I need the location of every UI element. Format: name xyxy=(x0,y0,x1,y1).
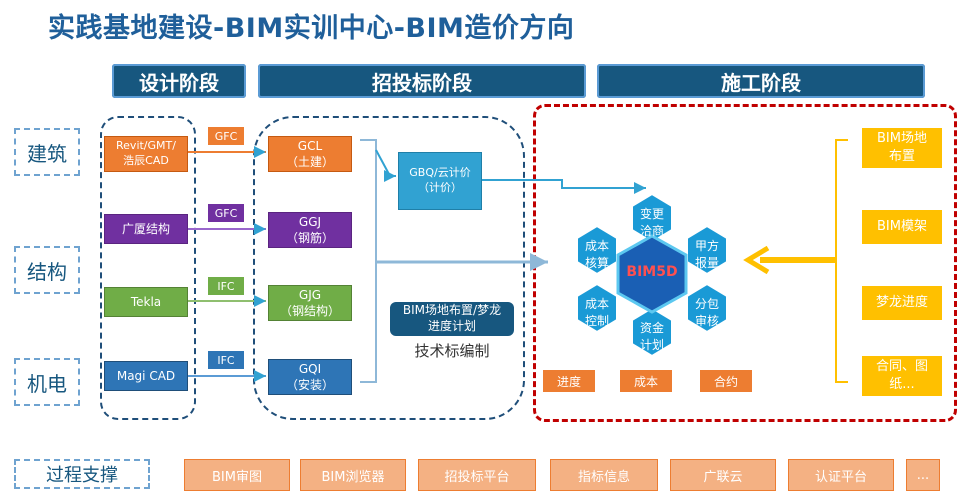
page-title: 实践基地建设-BIM实训中心-BIM造价方向 xyxy=(48,13,575,44)
output-progress[interactable]: 进度 xyxy=(543,370,595,392)
right-tool-bim-formwork[interactable]: BIM模架 xyxy=(862,210,942,244)
row-label-mep: 机电 xyxy=(14,358,80,406)
hex-bottom-right xyxy=(686,282,728,334)
output-cost[interactable]: 成本 xyxy=(620,370,672,392)
hex-label-center: BIM5D xyxy=(626,264,678,280)
phase-design-header: 设计阶段 xyxy=(112,64,246,98)
hex-center xyxy=(616,234,688,314)
design-tool-guangsha[interactable]: 广厦结构 xyxy=(104,214,188,244)
hex-label-top-right: 甲方 报量 xyxy=(694,239,719,270)
bid-tool-gjg[interactable]: GJG （钢结构） xyxy=(268,285,352,321)
bid-bracket xyxy=(360,139,377,383)
row-label-architecture: 建筑 xyxy=(14,128,80,176)
right-bracket xyxy=(835,139,848,383)
bim5d-cluster xyxy=(576,192,728,358)
support-item[interactable]: 认证平台 xyxy=(788,459,894,491)
format-tag-gfc-1: GFC xyxy=(208,127,244,145)
gbq-pricing-box[interactable]: GBQ/云计价 （计价） xyxy=(398,152,482,210)
design-group-frame xyxy=(100,116,196,420)
arrow-to-gbq xyxy=(375,149,396,182)
row-label-structure: 结构 xyxy=(14,246,80,294)
hex-label-top-left: 成本 核算 xyxy=(584,239,609,270)
hex-bottom xyxy=(631,306,673,358)
output-contract[interactable]: 合约 xyxy=(700,370,752,392)
bim-venue-progress-box[interactable]: BIM场地布置/梦龙 进度计划 xyxy=(390,302,514,336)
hex-top-right xyxy=(686,224,728,276)
hex-label-bottom-left: 成本 控制 xyxy=(584,297,609,328)
hex-top-left xyxy=(576,224,618,276)
hex-label-top: 变更 洽商 xyxy=(639,207,664,238)
row-label-support: 过程支撑 xyxy=(14,459,150,489)
design-tool-tekla[interactable]: Tekla xyxy=(104,287,188,317)
bid-tool-gqi[interactable]: GQI （安装） xyxy=(268,359,352,395)
support-item[interactable]: BIM审图 xyxy=(184,459,290,491)
hex-label-bottom-right: 分包 审核 xyxy=(694,297,719,328)
design-tool-revit[interactable]: Revit/GMT/ 浩辰CAD xyxy=(104,136,188,172)
bidding-group-frame xyxy=(253,116,525,420)
phase-construction-header: 施工阶段 xyxy=(597,64,925,98)
format-tag-ifc-2: IFC xyxy=(208,351,244,369)
support-item[interactable]: BIM浏览器 xyxy=(300,459,406,491)
support-item[interactable]: 广联云 xyxy=(670,459,776,491)
format-tag-ifc-1: IFC xyxy=(208,277,244,295)
right-arrow-head xyxy=(743,245,770,275)
bid-tool-ggj[interactable]: GGJ （钢筋） xyxy=(268,212,352,248)
tech-bid-label: 技术标编制 xyxy=(414,342,490,360)
support-item[interactable]: 招投标平台 xyxy=(418,459,536,491)
support-item[interactable]: 指标信息 xyxy=(550,459,658,491)
arrow-gbq-bim5d xyxy=(482,179,646,194)
right-tool-menglong[interactable]: 梦龙进度 xyxy=(862,286,942,320)
right-tool-contract-drawings[interactable]: 合同、图 纸... xyxy=(862,356,942,396)
hex-label-bottom: 资金 计划 xyxy=(639,321,664,352)
right-tool-bim-site[interactable]: BIM场地 布置 xyxy=(862,128,942,168)
design-tool-magicad[interactable]: Magi CAD xyxy=(104,361,188,391)
bid-tool-gcl[interactable]: GCL （土建） xyxy=(268,136,352,172)
hex-bottom-left xyxy=(576,282,618,334)
format-tag-gfc-2: GFC xyxy=(208,204,244,222)
phase-bidding-header: 招投标阶段 xyxy=(258,64,586,98)
support-item[interactable]: ... xyxy=(906,459,940,491)
